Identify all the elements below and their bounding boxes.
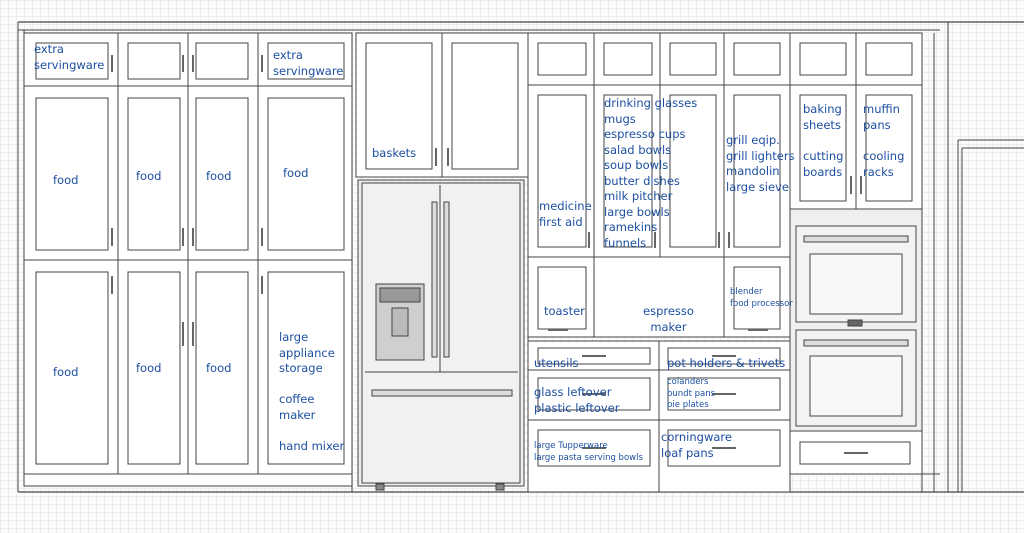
label-dishware-list: drinking glasses mugs espresso cups sala… [604, 96, 698, 250]
label-cooling-racks: cooling racks [863, 149, 905, 179]
label-grill-list: grill eqip. grill lighters mandolin larg… [726, 133, 795, 194]
label-extra-servingware-1: extra servingware [34, 42, 105, 72]
label-food: food [206, 361, 232, 375]
label-medicine-first-aid: medicine first aid [539, 199, 592, 229]
label-espresso-maker: espresso maker [643, 304, 694, 334]
label-food: food [206, 169, 232, 183]
label-tupperware-pasta-bowls: large Tupperware large pasta serving bow… [534, 441, 643, 463]
label-toaster: toaster [544, 304, 585, 318]
label-glass-plastic-leftover: glass leftover plastic leftover [534, 385, 620, 415]
label-large-appliance-storage: large appliance storage [279, 330, 335, 375]
label-blender-food-processor: blender food processor [730, 287, 793, 309]
label-food: food [53, 173, 79, 187]
label-baking-sheets: baking sheets [803, 102, 842, 132]
label-food: food [136, 169, 162, 183]
label-coffee-maker: coffee maker [279, 392, 316, 422]
label-food: food [53, 365, 79, 379]
label-cutting-boards: cutting boards [803, 149, 844, 179]
label-food: food [136, 361, 162, 375]
label-muffin-pans: muffin pans [863, 102, 900, 132]
label-hand-mixer: hand mixer [279, 439, 345, 453]
label-corningware-loaf-pans: corningware loaf pans [661, 430, 732, 460]
label-food: food [283, 166, 309, 180]
label-baskets: baskets [372, 146, 417, 160]
label-colanders-bundt-pie: colanders bundt pans pie plates [667, 377, 716, 410]
label-pot-holders-trivets: pot holders & trivets [667, 356, 786, 370]
label-extra-servingware-2: extra servingware [273, 48, 344, 78]
label-utensils: utensils [534, 356, 579, 370]
